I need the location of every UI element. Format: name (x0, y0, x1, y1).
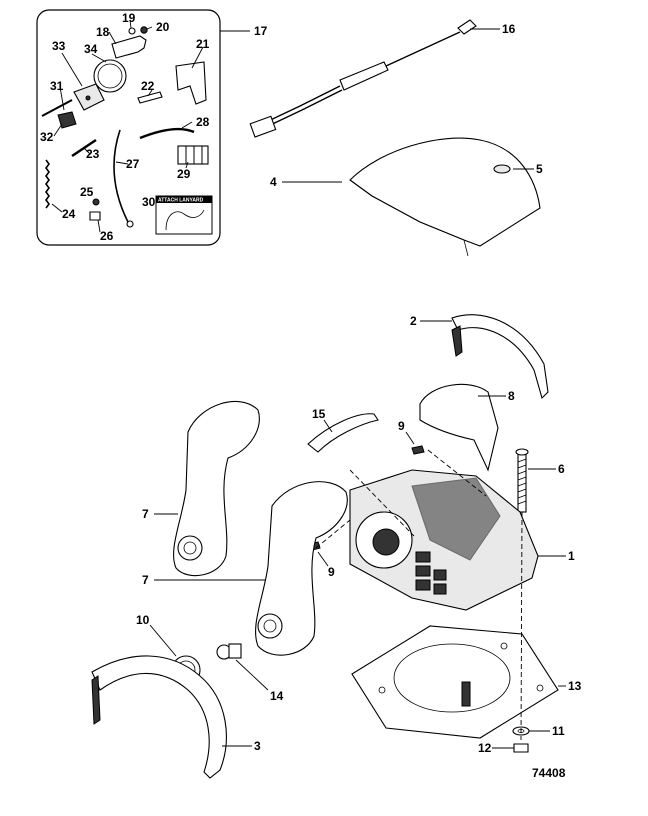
callout-34: 34 (84, 42, 98, 56)
part-12-nut (513, 743, 529, 753)
part-20-nut (140, 26, 148, 34)
callout-13: 13 (568, 679, 582, 693)
callout-labels: 17 18 19 20 21 33 34 31 22 28 32 23 27 2… (40, 11, 582, 780)
callout-18: 18 (96, 25, 110, 39)
callout-9-lower: 9 (328, 565, 335, 579)
part-25-nut (92, 198, 100, 206)
part-8-handle-cover (419, 383, 499, 472)
callout-19: 19 (122, 11, 136, 25)
part-7-handle-lower (255, 481, 348, 656)
callout-20: 20 (156, 20, 170, 34)
callout-29: 29 (177, 167, 191, 181)
part-21-cover (175, 61, 207, 105)
part-27-cable (113, 129, 129, 223)
callout-21: 21 (196, 37, 210, 51)
callout-6: 6 (558, 462, 565, 476)
callout-1: 1 (568, 549, 575, 563)
part-32-clip (57, 111, 77, 129)
callout-27: 27 (126, 157, 140, 171)
part-6-bolt (517, 451, 527, 513)
callout-17: 17 (254, 24, 268, 38)
callout-15: 15 (312, 407, 326, 421)
callout-24: 24 (62, 207, 76, 221)
part-28-wire (139, 127, 195, 140)
part-7-handle-upper (173, 400, 260, 577)
decal-text: ATTACH LANYARD (158, 198, 204, 204)
part-22-pin (137, 91, 163, 104)
part-34-ring (93, 59, 127, 93)
callout-26: 26 (100, 229, 114, 243)
callout-28: 28 (196, 115, 210, 129)
callout-7-lower: 7 (142, 573, 149, 587)
part-16-harness (261, 85, 341, 125)
callout-3: 3 (254, 739, 261, 753)
callout-23: 23 (86, 147, 100, 161)
part-4-top-cover (349, 137, 541, 247)
callout-11: 11 (552, 724, 565, 738)
kit-box (36, 9, 221, 246)
callout-32: 32 (40, 130, 54, 144)
part-15-trim (307, 413, 379, 453)
part-29-clips (177, 145, 209, 165)
part-2-trim (451, 314, 549, 400)
part-13-base-plate (351, 625, 559, 739)
callout-25: 25 (80, 185, 94, 199)
callout-8: 8 (508, 389, 515, 403)
callout-9-upper: 9 (398, 419, 405, 433)
callout-7-upper: 7 (142, 507, 149, 521)
callout-10: 10 (136, 613, 150, 627)
part-5-plug (493, 164, 511, 174)
part-31-pin (41, 99, 73, 117)
callout-14: 14 (270, 689, 284, 703)
part-24-spring (45, 159, 50, 209)
part-9-screw-a (411, 445, 425, 455)
callout-12: 12 (478, 741, 492, 755)
callout-31: 31 (50, 79, 64, 93)
callout-30: 30 (142, 195, 156, 209)
callout-4: 4 (270, 175, 277, 189)
callout-22: 22 (141, 79, 155, 93)
part-19-screw (128, 27, 136, 35)
callout-16: 16 (502, 22, 516, 36)
part-18-bracket (111, 35, 147, 59)
leader-lines (51, 19, 566, 749)
callout-5: 5 (536, 162, 543, 176)
callout-33: 33 (52, 39, 66, 53)
figure-number: 74408 (532, 766, 566, 780)
part-26-screw (89, 211, 101, 221)
callout-2: 2 (410, 314, 417, 328)
part-3-trim (91, 655, 227, 779)
